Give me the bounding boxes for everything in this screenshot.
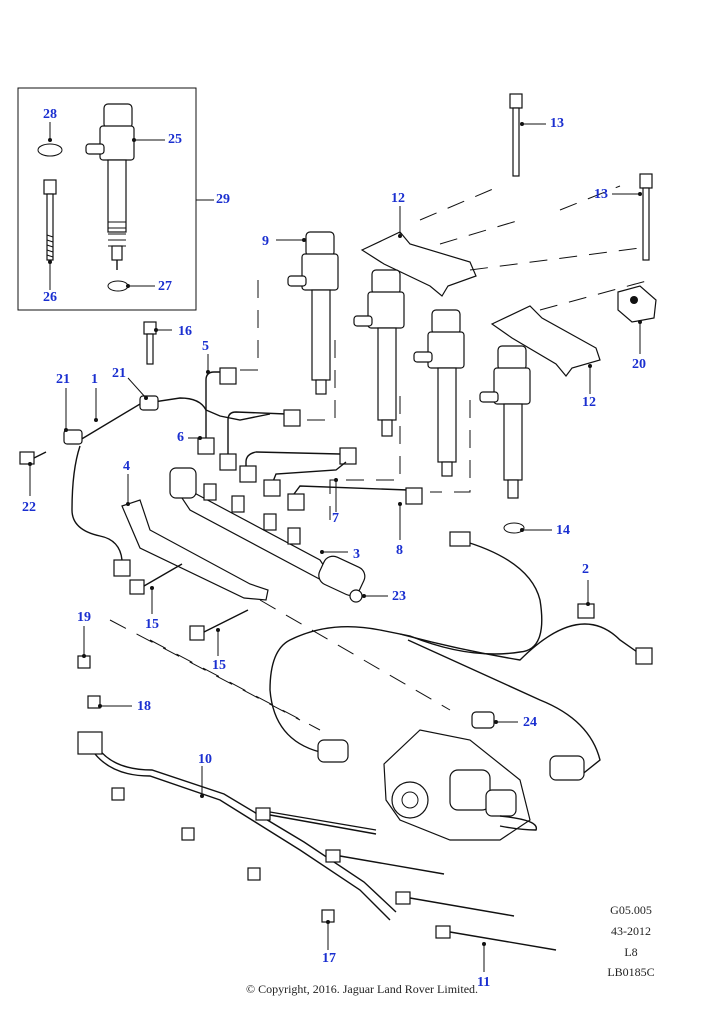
screw-22 [19,451,47,465]
leader-lines [29,206,641,972]
bolt-26 [43,179,57,261]
label-15a: 15 [145,617,159,632]
label-2: 2 [582,562,589,577]
label-3: 3 [353,547,360,562]
o-ring-28 [37,143,63,157]
label-11: 11 [477,975,491,990]
injector-9 [287,231,339,395]
label-27: 27 [158,279,172,294]
rail-fittings [203,483,301,545]
ref-line3: L8 [624,945,638,959]
label-29: 29 [216,192,230,207]
label-24: 24 [523,715,537,730]
label-9: 9 [262,234,269,249]
fuel-pump [383,729,538,841]
label-1: 1 [91,372,98,387]
label-18: 18 [137,699,151,714]
bolt-15-lower [189,609,249,641]
injector-3 [413,309,465,477]
label-7: 7 [332,511,339,526]
label-6: 6 [177,430,184,445]
label-28: 28 [43,107,57,122]
label-23: 23 [392,589,406,604]
fuel-pipes [197,367,423,511]
label-21b: 21 [112,366,126,381]
label-21a: 21 [56,372,70,387]
label-5: 5 [202,339,209,354]
sensor-24 [471,711,495,729]
bolt-13-right [639,173,653,261]
bolt-15-upper [129,563,183,595]
label-22: 22 [22,500,36,515]
bracket-4 [121,499,269,601]
label-15b: 15 [212,658,226,673]
ref-code: G05.005 [610,903,652,917]
label-16: 16 [178,324,192,339]
label-4: 4 [123,459,130,474]
copyright-notice: © Copyright, 2016. Jaguar Land Rover Lim… [245,982,479,996]
label-8: 8 [396,543,403,558]
injector-4 [479,345,531,499]
label-12b: 12 [582,395,596,410]
bolt-13-left [509,93,523,177]
label-12a: 12 [391,191,405,206]
leader-dots [28,122,642,946]
nut-18 [87,695,101,709]
inset-box [17,87,197,311]
ref-drawing: LB0185C [607,965,655,979]
label-19: 19 [77,610,91,625]
nuts-17 [111,787,335,923]
washer-27 [107,280,129,292]
bolt-16 [143,321,157,365]
glow-plugs-11 [255,807,557,951]
clamp-12-lower [490,305,601,377]
fuel-rail-3 [169,467,366,603]
glow-harness-10 [91,749,391,921]
label-14: 14 [556,523,570,538]
clamp-12-upper [360,231,477,297]
label-26: 26 [43,290,57,305]
washer-14 [503,522,525,534]
injector-25 [85,103,135,270]
spacer-20 [617,285,657,323]
label-20: 20 [632,357,646,372]
label-13b: 13 [594,187,608,202]
label-25: 25 [168,132,182,147]
label-13a: 13 [550,116,564,131]
ref-date: 43-2012 [611,924,651,938]
return-pipe-1 [71,445,123,561]
injector-2 [353,269,405,437]
label-17: 17 [322,951,336,966]
label-10: 10 [198,752,212,767]
